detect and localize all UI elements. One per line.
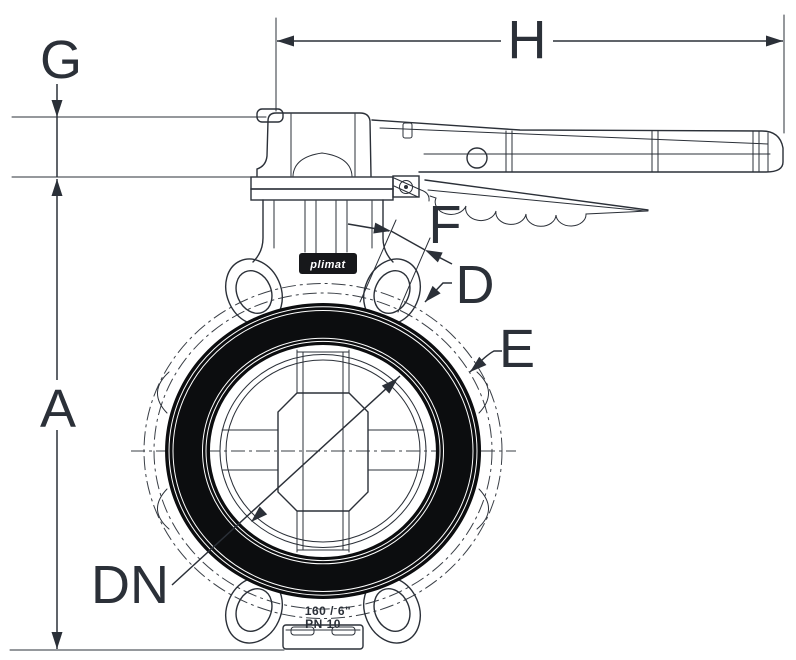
dim-A [51, 179, 63, 649]
mounting-plate-bottom [250, 188, 394, 201]
pivot-block [392, 175, 420, 198]
side-lug-bumps [157, 371, 489, 530]
dim-label-F: F [429, 195, 462, 255]
dim-F [347, 219, 453, 313]
dim-G [51, 84, 63, 177]
dim-label-G: G [40, 30, 82, 90]
mounting-plate-top [250, 176, 394, 190]
dim-D-leader [420, 282, 452, 306]
shaft-lines [221, 429, 425, 471]
dim-E-leader [466, 350, 502, 377]
dim-label-A: A [40, 379, 76, 439]
handle-hub [256, 108, 372, 177]
handle-assembly [250, 108, 784, 227]
dim-label-D: D [456, 255, 495, 315]
brand-badge: plimat [299, 253, 357, 274]
valve-neck [252, 199, 394, 263]
seat-ring [165, 303, 482, 599]
pressure-rating-marking: PN 10 [305, 617, 341, 631]
brand-logo-text: plimat [309, 259, 346, 271]
disc-edge [296, 349, 350, 553]
dim-DN [171, 373, 402, 586]
dim-H [277, 35, 783, 47]
dimension-graphics: G H A F D E DN [9, 10, 785, 651]
bore-and-disc [219, 349, 427, 553]
lock-trigger[interactable] [393, 177, 649, 227]
hand-lever[interactable] [371, 119, 784, 173]
lever-hole [466, 147, 488, 169]
molded-markings: 160 / 6" PN 10 [305, 604, 351, 631]
dim-label-E: E [499, 319, 535, 379]
stem-boss [277, 392, 369, 512]
size-marking: 160 / 6" [305, 604, 351, 618]
dim-label-H: H [508, 10, 547, 70]
dim-label-DN: DN [91, 555, 169, 615]
bottom-foot [282, 624, 364, 650]
